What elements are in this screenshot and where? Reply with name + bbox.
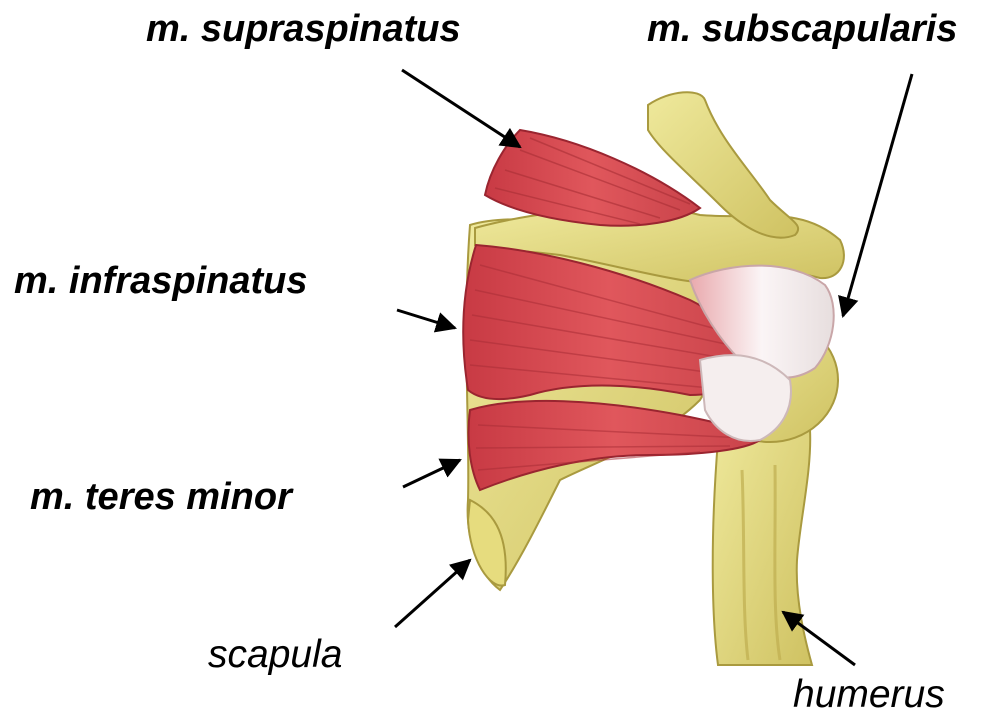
arrow-subscapularis bbox=[843, 74, 912, 316]
label-humerus: humerus bbox=[793, 675, 945, 714]
label-infraspinatus: m. infraspinatus bbox=[14, 262, 308, 300]
arrow-supraspinatus bbox=[402, 70, 520, 147]
label-scapula: scapula bbox=[208, 635, 342, 674]
label-teres-minor: m. teres minor bbox=[30, 478, 292, 516]
arrow-teres-minor bbox=[403, 460, 460, 487]
arrow-scapula bbox=[395, 560, 470, 627]
label-supraspinatus: m. supraspinatus bbox=[146, 10, 461, 48]
arrow-infraspinatus bbox=[397, 310, 455, 328]
label-subscapularis: m. subscapularis bbox=[647, 10, 957, 48]
